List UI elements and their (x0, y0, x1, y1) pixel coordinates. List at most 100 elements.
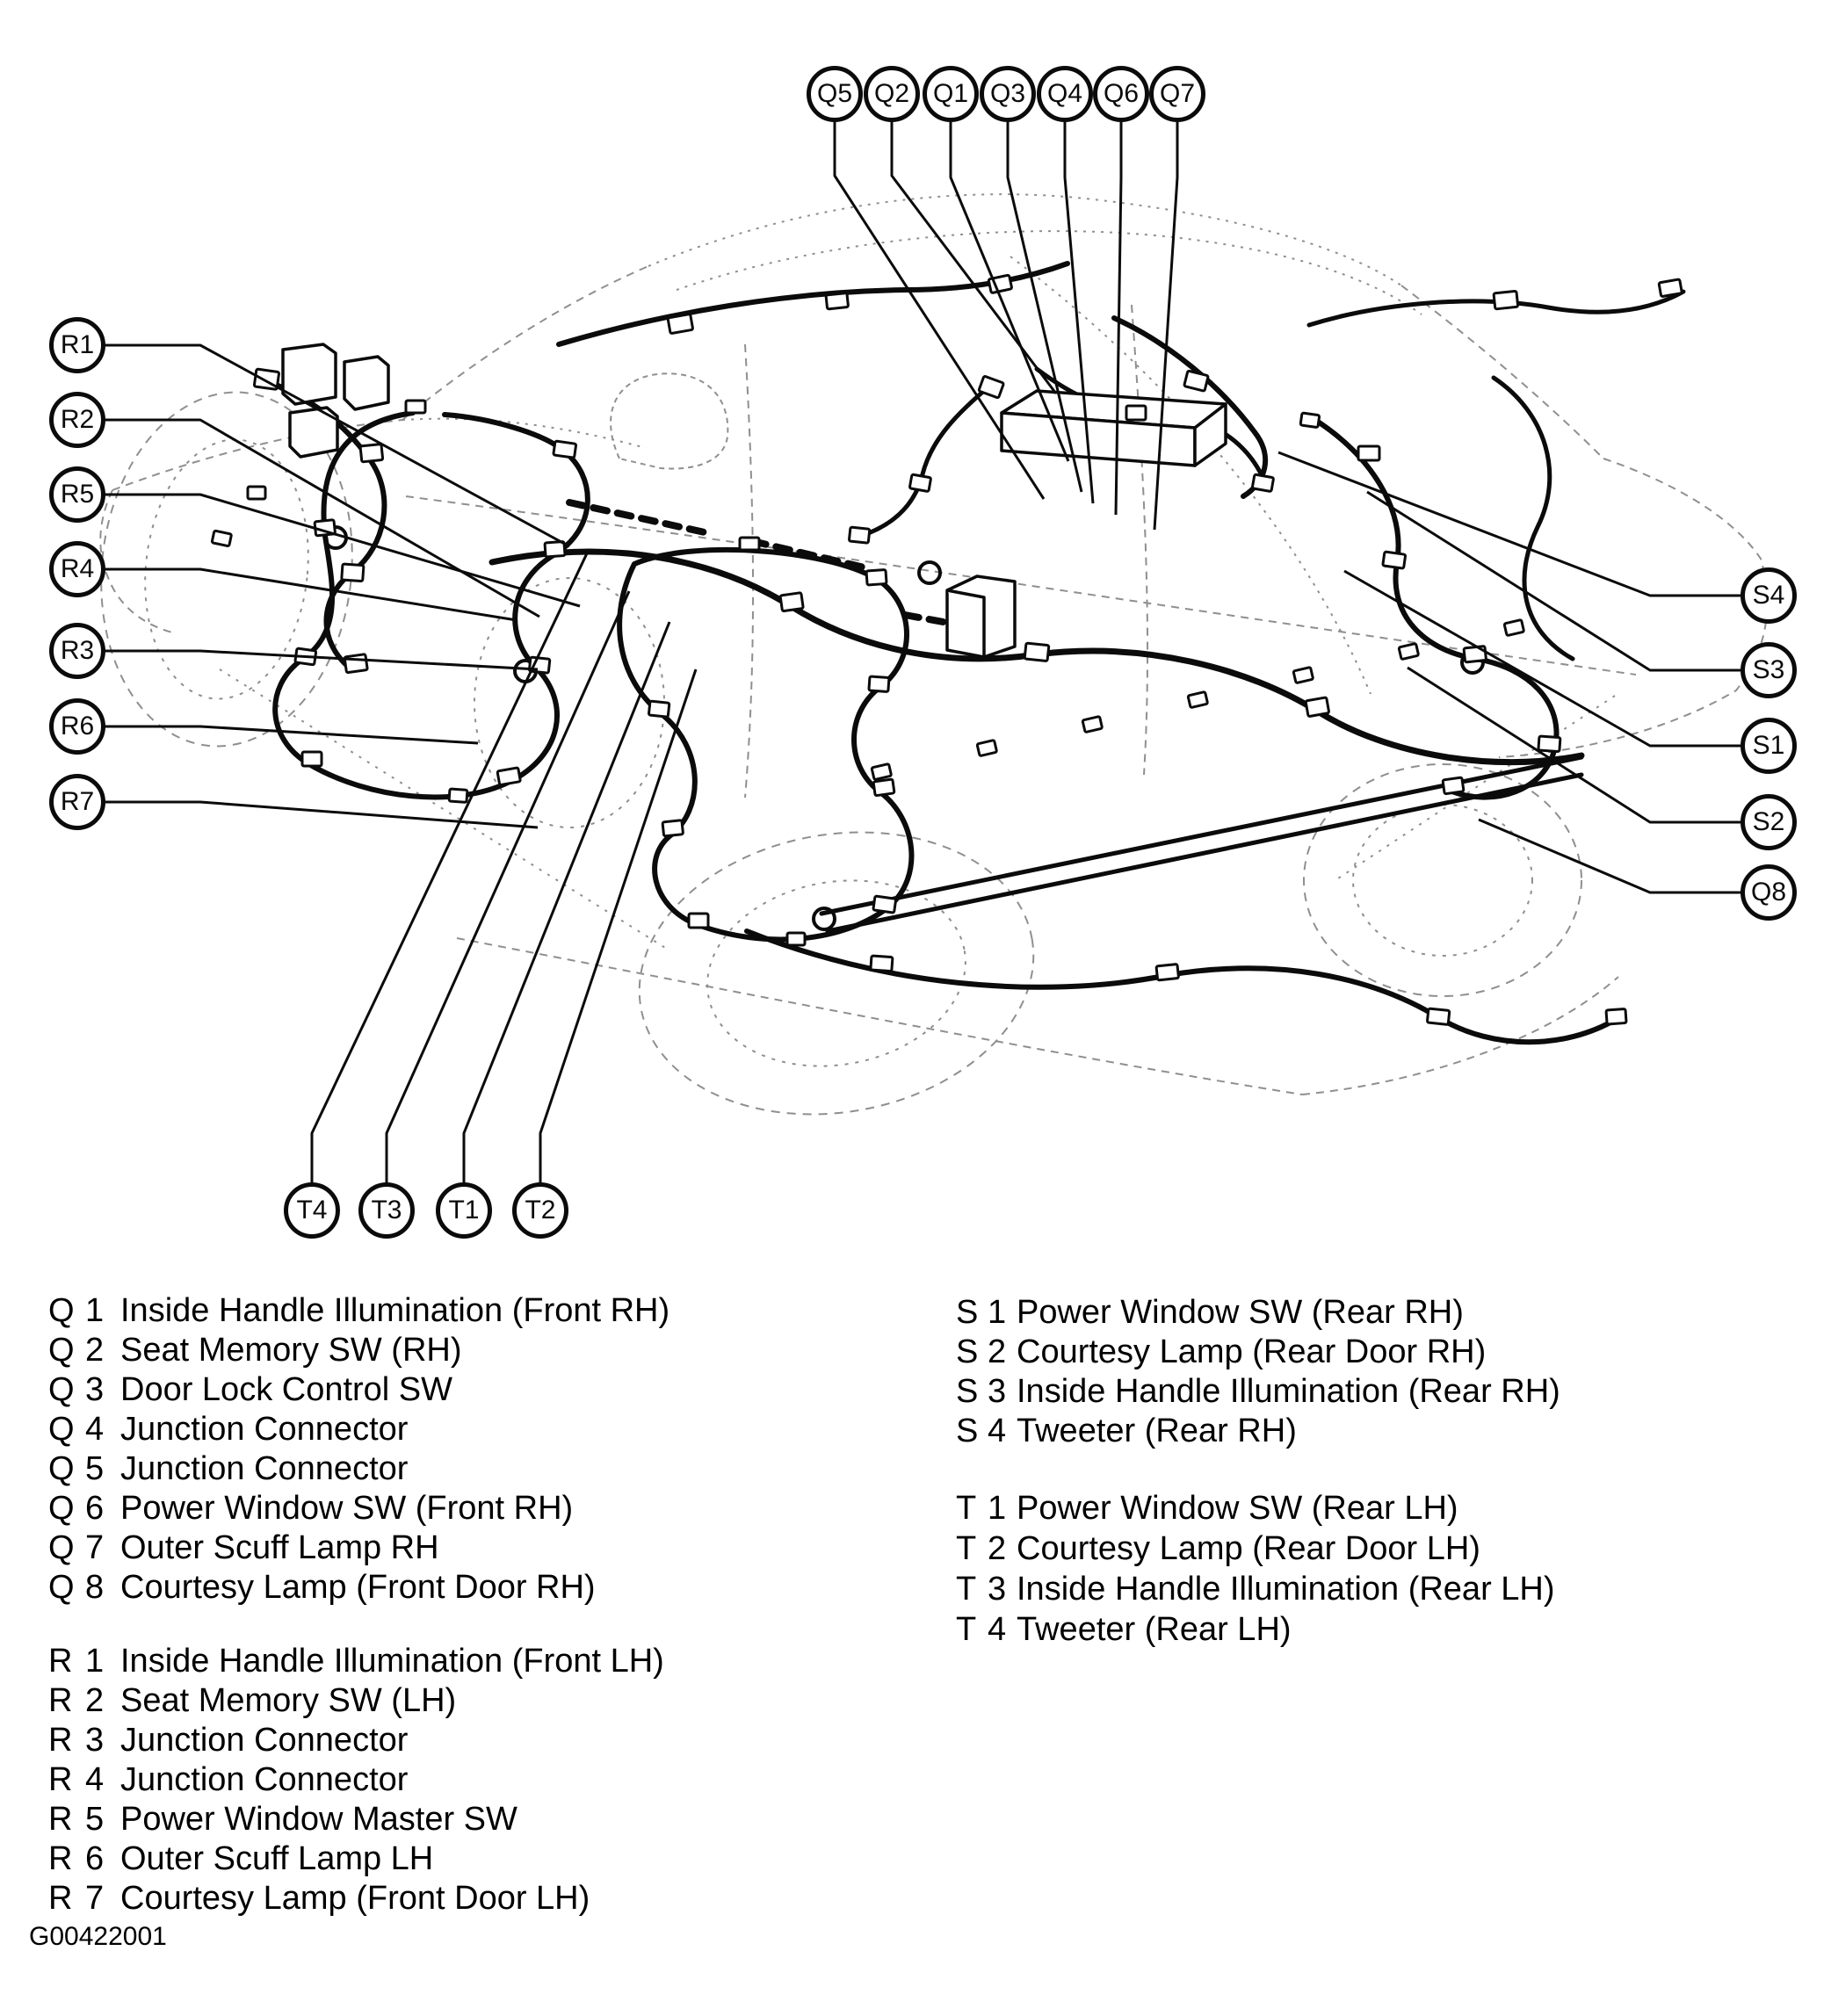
legend-label: Inside Handle Illumination (Front RH) (120, 1292, 670, 1329)
legend-letter: Q (48, 1332, 75, 1369)
legend-number: 3 (85, 1722, 105, 1759)
legend-letter: T (956, 1571, 977, 1608)
callout-s3: S3 (1741, 642, 1797, 698)
callout-q1: Q1 (923, 66, 979, 122)
callout-leader-lines (105, 122, 1741, 1183)
legend-label: Seat Memory SW (LH) (120, 1682, 457, 1719)
callout-t3: T3 (358, 1182, 415, 1239)
legend-number: 5 (85, 1450, 105, 1487)
legend-letter: S (956, 1413, 979, 1449)
callout-r3: R3 (49, 623, 105, 679)
legend-number: 4 (988, 1413, 1007, 1449)
legend-label: Junction Connector (120, 1450, 409, 1487)
callout-q2: Q2 (864, 66, 920, 122)
legend-label: Outer Scuff Lamp RH (120, 1529, 439, 1566)
legend-letter: R (48, 1682, 73, 1719)
legend-number: 3 (85, 1371, 105, 1408)
connector-boxes (210, 273, 1683, 1026)
legend-label: Junction Connector (120, 1411, 409, 1448)
legend-letter: R (48, 1801, 73, 1838)
legend-label: Power Window Master SW (120, 1801, 517, 1838)
legend-label: Power Window SW (Rear LH) (1017, 1490, 1458, 1527)
legend-letter: R (48, 1643, 73, 1680)
legend-number: 4 (85, 1411, 105, 1448)
ghost-car-outline (99, 193, 1769, 1116)
legend-letter: S (956, 1333, 979, 1370)
callout-t4: T4 (284, 1182, 340, 1239)
callout-r5: R5 (49, 466, 105, 523)
legend-letter: Q (48, 1569, 75, 1606)
legend-label: Power Window SW (Front RH) (120, 1490, 574, 1527)
junction-boxes (281, 343, 1227, 659)
legend-number: 8 (85, 1569, 105, 1606)
legend-letter: T (956, 1530, 977, 1567)
legend-letter: R (48, 1840, 73, 1877)
legend-label: Junction Connector (120, 1761, 409, 1798)
legend-letter: Q (48, 1529, 75, 1566)
legend-letter: R (48, 1722, 73, 1759)
legend-label: Courtesy Lamp (Front Door RH) (120, 1569, 596, 1606)
callout-r2: R2 (49, 392, 105, 448)
legend-label: Courtesy Lamp (Rear Door LH) (1017, 1530, 1480, 1567)
legend-number: 2 (85, 1682, 105, 1719)
legend-number: 2 (85, 1332, 105, 1369)
legend-letter: Q (48, 1490, 75, 1527)
callout-q5: Q5 (807, 66, 863, 122)
legend-label: Inside Handle Illumination (Rear LH) (1017, 1571, 1555, 1608)
legend-letter: R (48, 1761, 73, 1798)
legend-letter: Q (48, 1371, 75, 1408)
legend-number: 1 (988, 1294, 1007, 1331)
legend-letter: Q (48, 1450, 75, 1487)
legend-number: 1 (85, 1643, 105, 1680)
legend-number: 4 (988, 1611, 1007, 1648)
callout-t2: T2 (512, 1182, 568, 1239)
legend-number: 2 (988, 1530, 1007, 1567)
legend-label: Outer Scuff Lamp LH (120, 1840, 434, 1877)
legend-number: 2 (988, 1333, 1007, 1370)
legend-number: 3 (988, 1373, 1007, 1410)
callout-r1: R1 (49, 317, 105, 373)
legend-letter: T (956, 1490, 977, 1527)
callout-q8: Q8 (1741, 864, 1797, 921)
callout-s1: S1 (1741, 718, 1797, 774)
legend-letter: S (956, 1373, 979, 1410)
legend-label: Tweeter (Rear LH) (1017, 1611, 1292, 1648)
legend-number: 1 (85, 1292, 105, 1329)
legend-number: 5 (85, 1801, 105, 1838)
legend-number: 6 (85, 1840, 105, 1877)
callout-r4: R4 (49, 541, 105, 597)
legend-number: 3 (988, 1571, 1007, 1608)
legend-label: Power Window SW (Rear RH) (1017, 1294, 1464, 1331)
legend-label: Inside Handle Illumination (Front LH) (120, 1643, 664, 1680)
callout-s2: S2 (1741, 794, 1797, 850)
callout-q7: Q7 (1149, 66, 1205, 122)
figure-code: G00422001 (29, 1922, 167, 1951)
legend-number: 4 (85, 1761, 105, 1798)
legend-label: Door Lock Control SW (120, 1371, 453, 1408)
callout-t1: T1 (436, 1182, 492, 1239)
legend-number: 6 (85, 1490, 105, 1527)
legend-label: Courtesy Lamp (Front Door LH) (120, 1880, 590, 1917)
callout-r7: R7 (49, 774, 105, 830)
legend-label: Courtesy Lamp (Rear Door RH) (1017, 1333, 1487, 1370)
